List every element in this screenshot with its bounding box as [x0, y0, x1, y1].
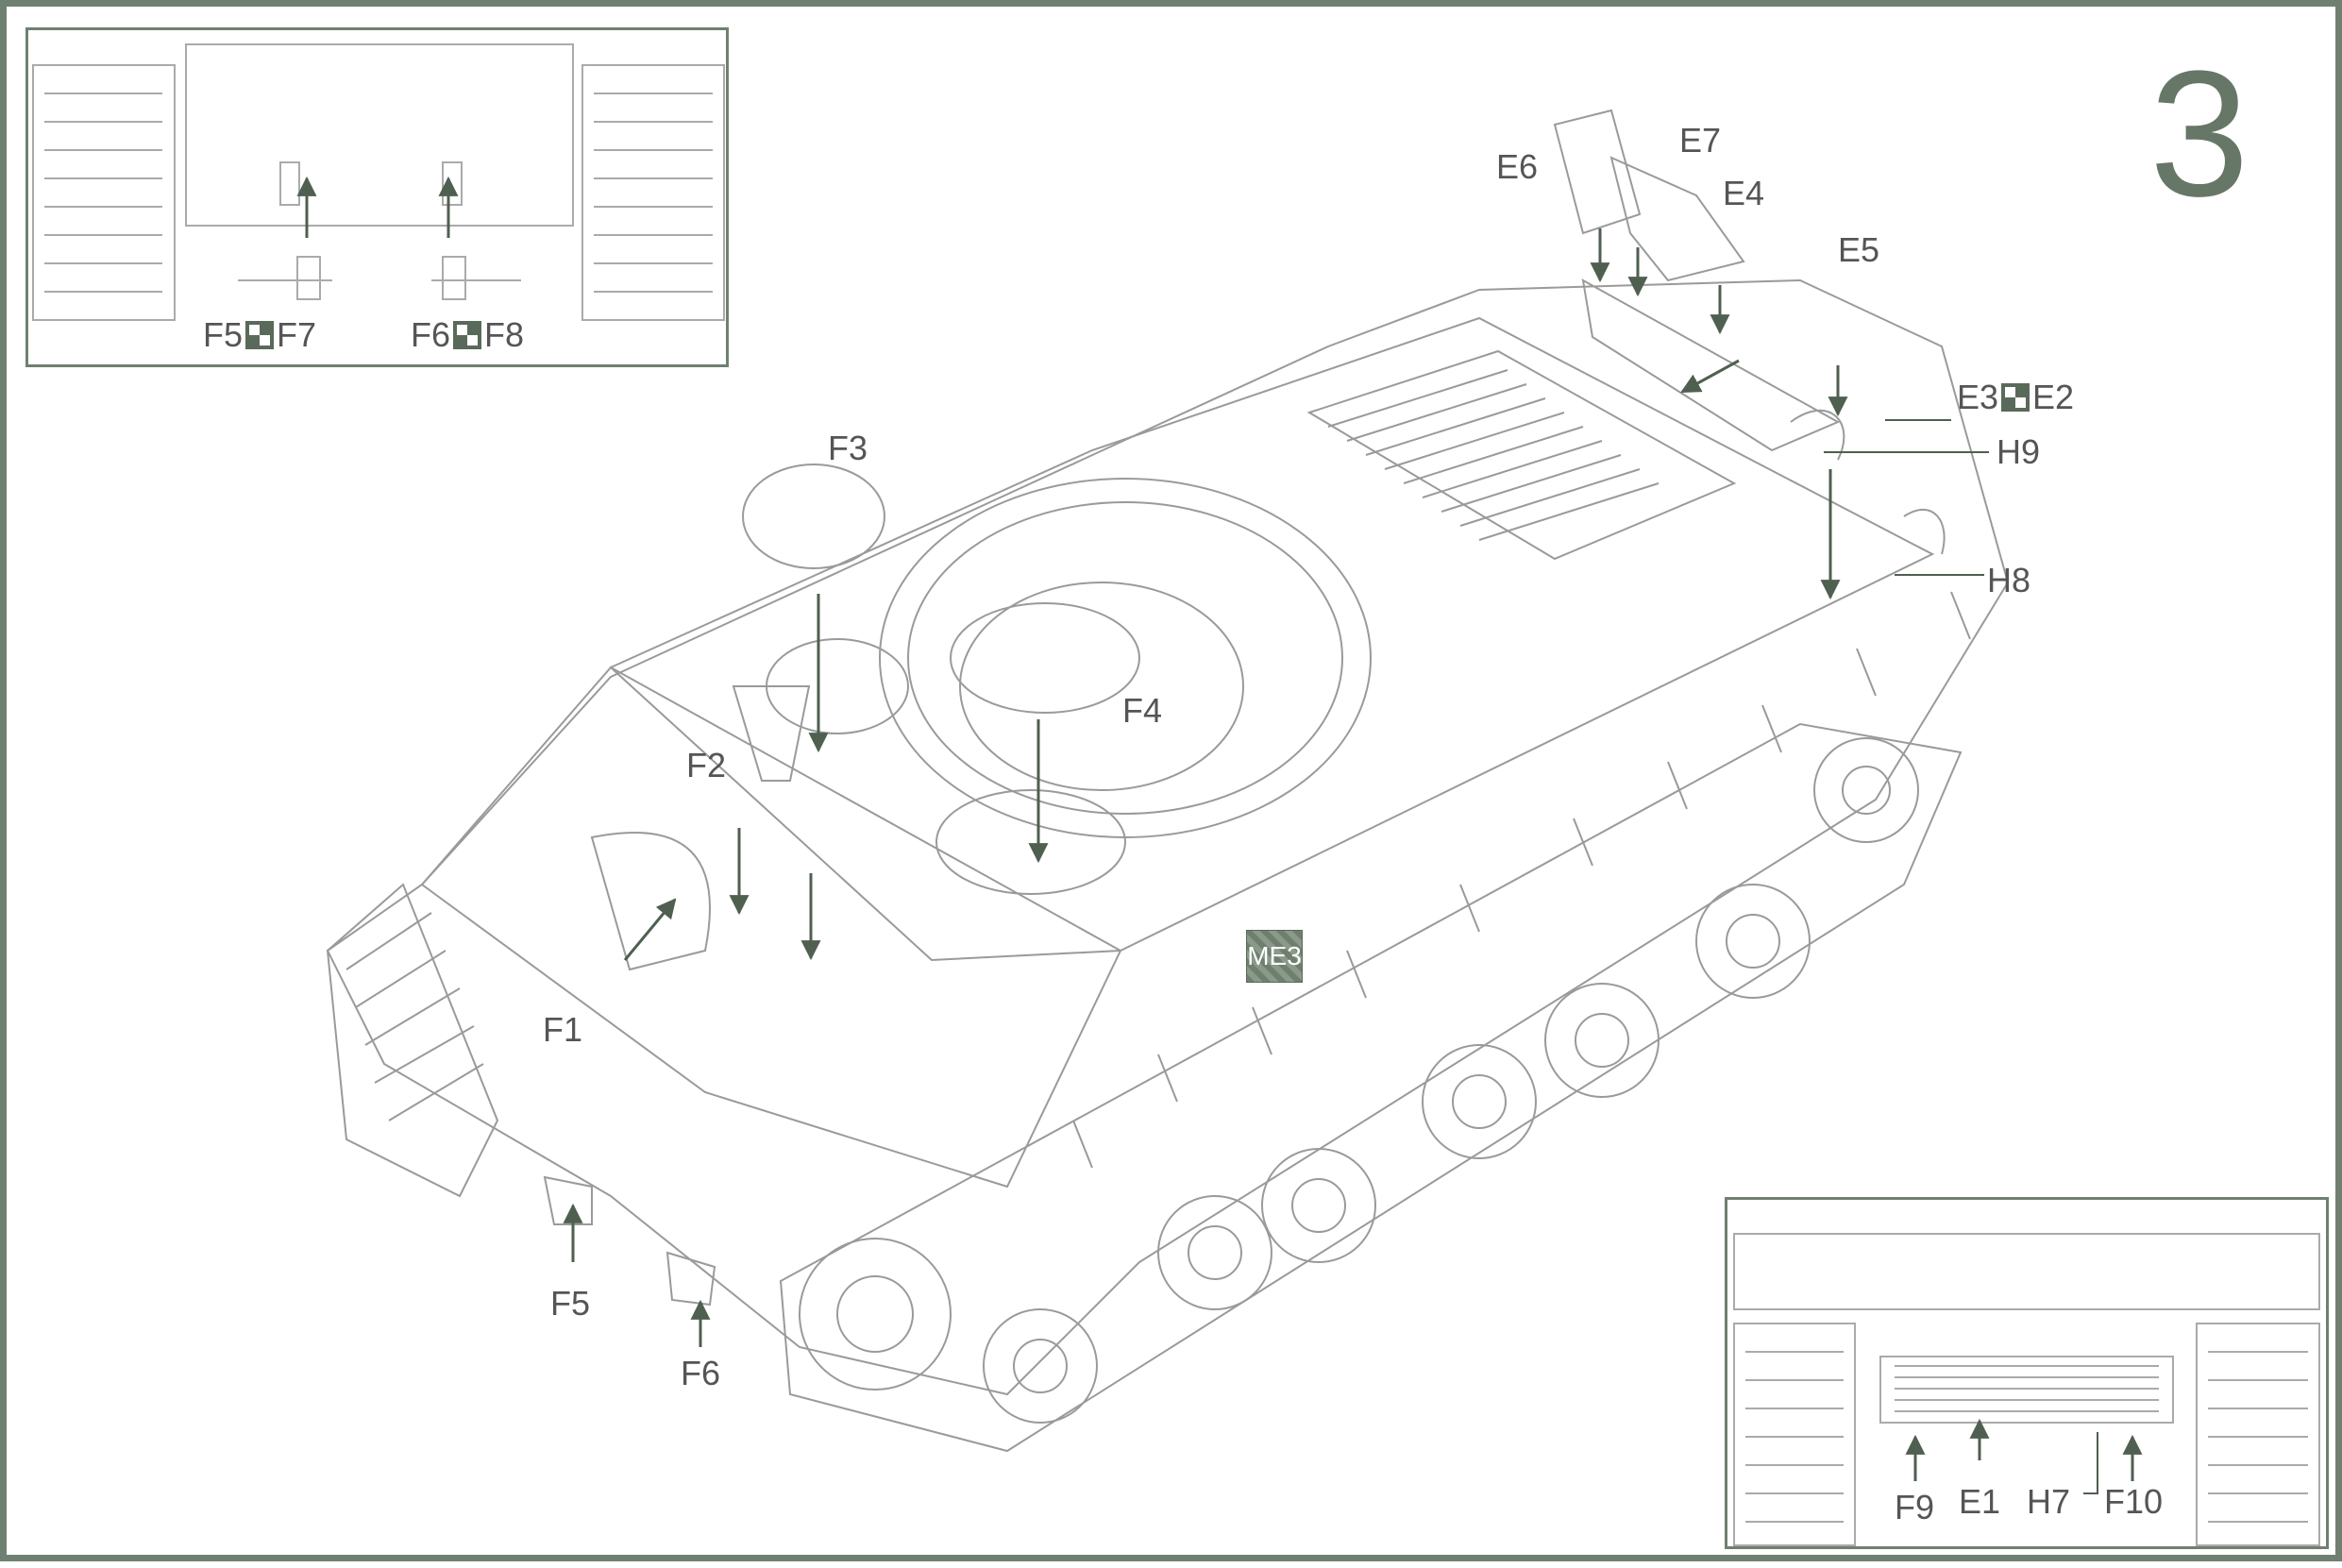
inset-bottom-h7: H7	[2027, 1482, 2071, 1521]
inset-top-f6: F6	[411, 315, 451, 354]
callout-e5: E5	[1838, 230, 1880, 269]
callout-f6: F6	[681, 1354, 721, 1392]
callout-e2: E2	[2032, 378, 2075, 416]
callout-f5: F5	[550, 1284, 591, 1323]
callout-h9: H9	[1997, 432, 2041, 471]
callout-f1: F1	[543, 1010, 583, 1049]
inset-top-label-f6-f8: F6 F8	[411, 318, 524, 352]
callout-e3-e2: E3 E2	[1957, 380, 2074, 414]
callout-e7: E7	[1679, 121, 1722, 160]
callout-f3: F3	[828, 429, 868, 467]
inset-rear-view-top	[25, 27, 729, 367]
cement-joint-icon	[245, 321, 275, 349]
inset-top-f5: F5	[203, 315, 244, 354]
callout-e3: E3	[1957, 378, 1999, 416]
inset-bottom-f9: F9	[1895, 1488, 1935, 1526]
cement-joint-icon	[453, 321, 482, 349]
inset-top-label-f5-f7: F5 F7	[203, 318, 316, 352]
callout-e4: E4	[1723, 174, 1765, 212]
callout-h8: H8	[1987, 561, 2031, 599]
callout-f2: F2	[686, 746, 727, 784]
callout-e6: E6	[1496, 147, 1539, 186]
inset-top-f8: F8	[484, 315, 525, 354]
inset-bottom-e1: E1	[1959, 1482, 2001, 1521]
inset-rear-view-bottom	[1725, 1197, 2329, 1549]
step-number: 3	[2149, 34, 2249, 234]
inset-top-f7: F7	[277, 315, 317, 354]
inset-bottom-f10: F10	[2104, 1482, 2164, 1521]
paint-marker-me3: ME3	[1246, 930, 1303, 983]
cement-joint-icon	[2001, 383, 2030, 412]
tank-line-art	[32, 43, 2320, 1546]
callout-f4: F4	[1122, 691, 1163, 730]
